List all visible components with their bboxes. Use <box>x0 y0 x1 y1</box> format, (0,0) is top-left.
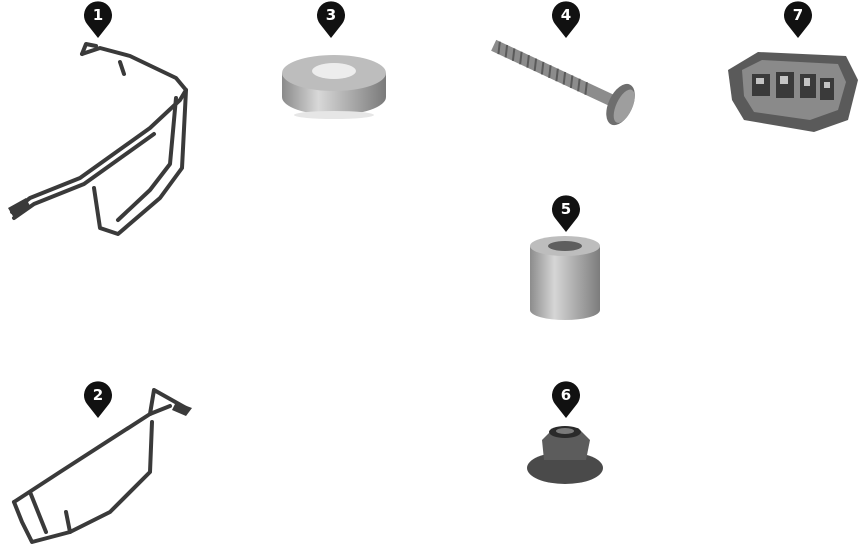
callout-number-1: 1 <box>82 5 114 25</box>
rear-bracket-icon <box>0 382 200 551</box>
battery-pack-icon <box>718 40 863 140</box>
callout-marker-6: 6 <box>550 380 582 420</box>
bolt-icon <box>478 30 658 130</box>
callout-marker-5: 5 <box>550 194 582 234</box>
spacer-icon <box>520 232 610 332</box>
callout-number-7: 7 <box>782 5 814 25</box>
flange-nut-icon <box>522 418 608 490</box>
callout-number-6: 6 <box>550 385 582 405</box>
washer-icon <box>270 45 400 125</box>
callout-marker-1: 1 <box>82 0 114 40</box>
callout-marker-7: 7 <box>782 0 814 40</box>
callout-number-5: 5 <box>550 199 582 219</box>
front-bracket-icon <box>0 38 205 248</box>
callout-marker-3: 3 <box>315 0 347 40</box>
callout-number-4: 4 <box>550 5 582 25</box>
callout-number-3: 3 <box>315 5 347 25</box>
